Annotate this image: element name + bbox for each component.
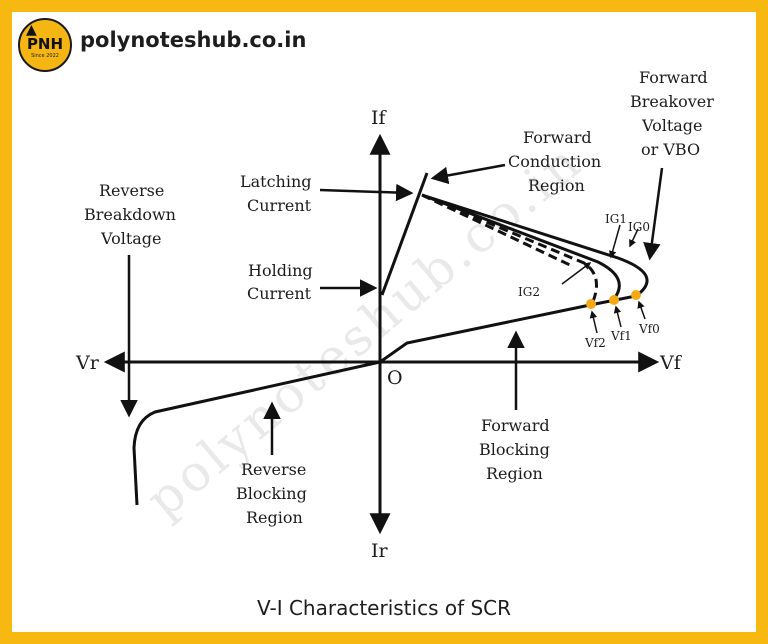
site-name[interactable]: polynoteshub.co.in <box>80 28 307 52</box>
ig2-label: IG2 <box>518 285 540 299</box>
fb-line-1: Forward <box>481 416 550 435</box>
rb-line-1: Reverse <box>99 181 164 200</box>
forward-conduction-arrow <box>430 163 506 185</box>
axis-label-if: If <box>371 107 388 129</box>
rb-line-3: Voltage <box>100 229 162 248</box>
axis-label-vf: Vf <box>659 352 683 374</box>
graduation-cap-icon: ▲ <box>26 22 37 38</box>
brand-logo[interactable]: ▲ PNH Since 2022 <box>18 18 72 72</box>
origin-label: O <box>387 367 403 389</box>
ig0-arrow <box>629 228 639 248</box>
fbo-line-2: Breakover <box>630 92 714 111</box>
reverse-breakdown-label: Reverse Breakdown Voltage <box>84 181 176 248</box>
vf2-label: Vf2 <box>584 336 606 350</box>
vf1-label: Vf1 <box>610 329 632 343</box>
vf0-arrow <box>637 300 646 320</box>
vf1-arrow <box>613 305 622 328</box>
reverse-characteristic-curve <box>132 360 381 506</box>
forward-conduction-line <box>380 172 429 296</box>
latching-current-label: Latching Current <box>240 172 312 215</box>
forward-blocking-curve <box>379 303 591 364</box>
latching-line-1: Latching <box>240 172 312 191</box>
vf0-label: Vf0 <box>638 322 660 336</box>
holding-current-label: Holding Current <box>247 261 313 303</box>
fc-line-3: Region <box>528 176 585 195</box>
holding-line-1: Holding <box>248 261 313 280</box>
fb-line-3: Region <box>486 464 543 483</box>
rb-line-2: Breakdown <box>84 205 176 224</box>
ig1-arrow <box>609 224 621 259</box>
fbo-line-4: or VBO <box>641 140 700 159</box>
ig0-label: IG0 <box>628 220 650 234</box>
logo-subtext: Since 2022 <box>31 53 59 59</box>
rbl-line-3: Region <box>246 508 303 527</box>
logo-text: PNH <box>26 35 64 53</box>
breakover-arrow <box>643 167 664 261</box>
axis-label-vr: Vr <box>75 352 100 374</box>
fbo-line-3: Voltage <box>641 116 703 135</box>
fc-line-1: Forward <box>523 128 592 147</box>
fc-line-2: Conduction <box>508 152 601 171</box>
ig1-label: IG1 <box>605 212 627 226</box>
vf2-arrow <box>589 310 598 334</box>
forward-breakover-label: Forward Breakover Voltage or VBO <box>630 68 714 159</box>
curve-ig1 <box>421 193 621 300</box>
vf0-marker <box>631 290 641 300</box>
rbl-line-1: Reverse <box>241 460 306 479</box>
vf1-marker <box>609 295 619 305</box>
curve-ig0 <box>421 193 649 298</box>
vf2-marker <box>586 299 596 309</box>
axis-label-ir: Ir <box>371 540 389 562</box>
fb-line-2: Blocking <box>479 440 550 459</box>
figure-caption: V-I Characteristics of SCR <box>256 596 512 620</box>
reverse-blocking-label: Reverse Blocking Region <box>236 460 307 527</box>
latching-arrow <box>319 183 414 202</box>
holding-line-2: Current <box>247 284 312 303</box>
rbl-line-2: Blocking <box>236 484 307 503</box>
forward-conduction-label: Forward Conduction Region <box>508 128 601 195</box>
forward-blocking-label: Forward Blocking Region <box>479 416 550 483</box>
ig2-arrow <box>561 262 592 285</box>
fbo-line-1: Forward <box>639 68 708 87</box>
latching-line-2: Current <box>247 196 312 215</box>
